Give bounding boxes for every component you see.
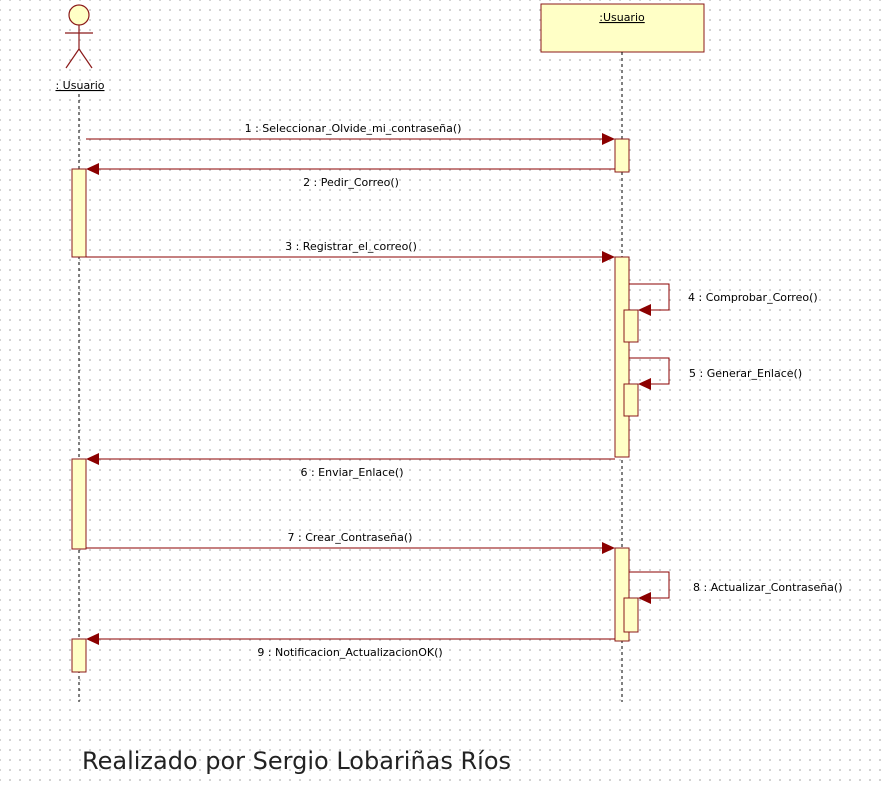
message-5-self-arrow: [629, 357, 670, 390]
actor-label: : Usuario: [55, 79, 104, 92]
message-9-arrow: [86, 633, 615, 645]
object-box: [540, 3, 705, 53]
message-4-self-arrow: [629, 283, 670, 316]
message-6-label: 6 : Enviar_Enlace(): [300, 466, 403, 479]
message-6-arrow: [86, 453, 615, 465]
author-credit: Realizado por Sergio Lobariñas Ríos: [82, 747, 512, 775]
object-activation-2: [614, 256, 630, 458]
message-2-arrow: [86, 163, 615, 175]
object-nested-activation-3: [623, 597, 639, 633]
message-1-arrow: [86, 133, 615, 145]
actor-activation-1: [71, 168, 87, 258]
object-nested-activation-2: [623, 383, 639, 417]
object-nested-activation-1: [623, 309, 639, 343]
message-7-arrow: [86, 542, 615, 554]
message-7-label: 7 : Crear_Contraseña(): [288, 531, 413, 544]
message-9-label: 9 : Notificacion_ActualizacionOK(): [257, 646, 442, 659]
message-4-label: 4 : Comprobar_Correo(): [688, 291, 818, 304]
message-3-label: 3 : Registrar_el_correo(): [285, 240, 417, 253]
message-3-arrow: [86, 251, 615, 263]
actor-stick-figure-icon: [65, 4, 93, 69]
message-2-label: 2 : Pedir_Correo(): [303, 176, 399, 189]
actor-activation-2: [71, 458, 87, 550]
object-label: :Usuario: [599, 11, 645, 24]
actor-activation-3: [71, 638, 87, 673]
object-activation-1: [614, 138, 630, 173]
message-8-label: 8 : Actualizar_Contraseña(): [693, 581, 843, 594]
message-1-label: 1 : Seleccionar_Olvide_mi_contraseña(): [245, 122, 462, 135]
message-5-label: 5 : Generar_Enlace(): [689, 367, 802, 380]
message-8-self-arrow: [629, 571, 670, 604]
